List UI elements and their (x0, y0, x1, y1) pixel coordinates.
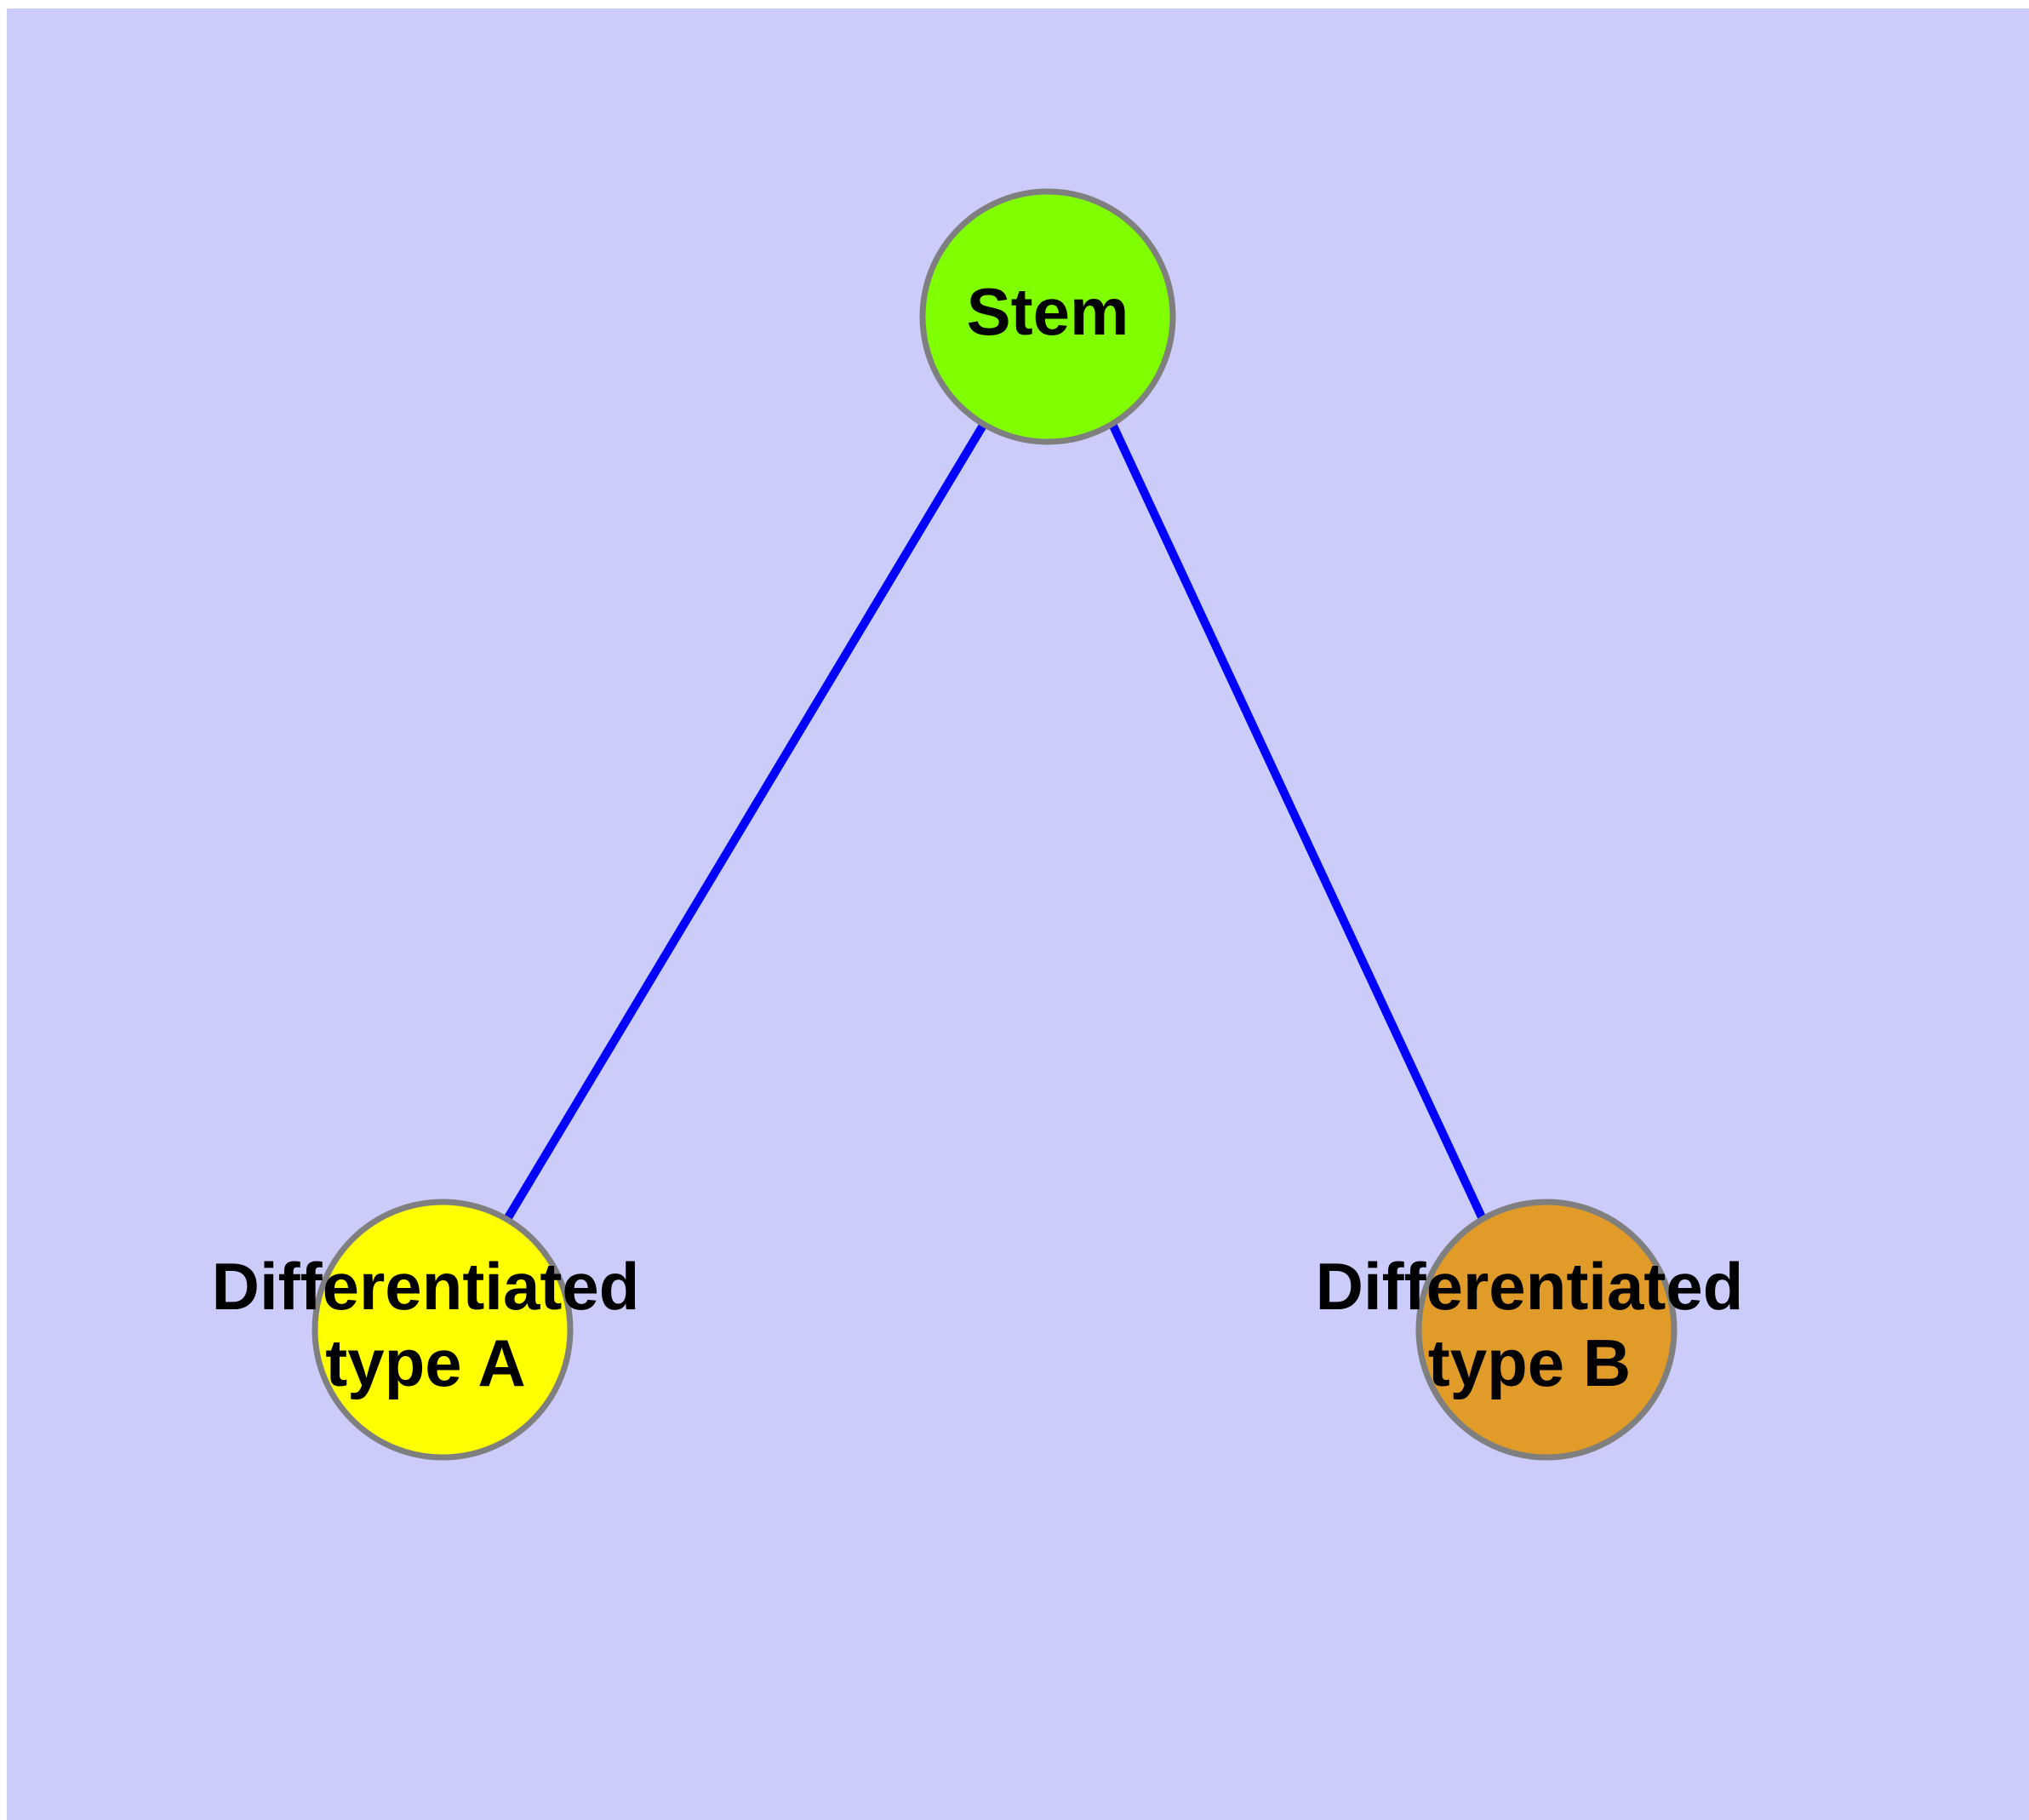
node-label-line: Differentiated (1316, 1249, 1744, 1324)
edge-stem-to-differentiated-type-b[interactable] (1108, 421, 1487, 1222)
node-label-line: type A (325, 1325, 526, 1400)
edges-layer (503, 421, 1487, 1222)
node-stem[interactable] (919, 188, 1176, 445)
node-label-line: Stem (967, 274, 1129, 349)
nodes-layer (311, 188, 1677, 1461)
node-label-stem: Stem (967, 274, 1129, 349)
edge-stem-to-differentiated-type-a[interactable] (503, 421, 988, 1222)
node-differentiated-type-a[interactable] (311, 1199, 574, 1461)
node-label-line: Differentiated (212, 1249, 640, 1324)
node-differentiated-type-b[interactable] (1415, 1199, 1677, 1461)
node-label-line: type B (1428, 1325, 1631, 1400)
